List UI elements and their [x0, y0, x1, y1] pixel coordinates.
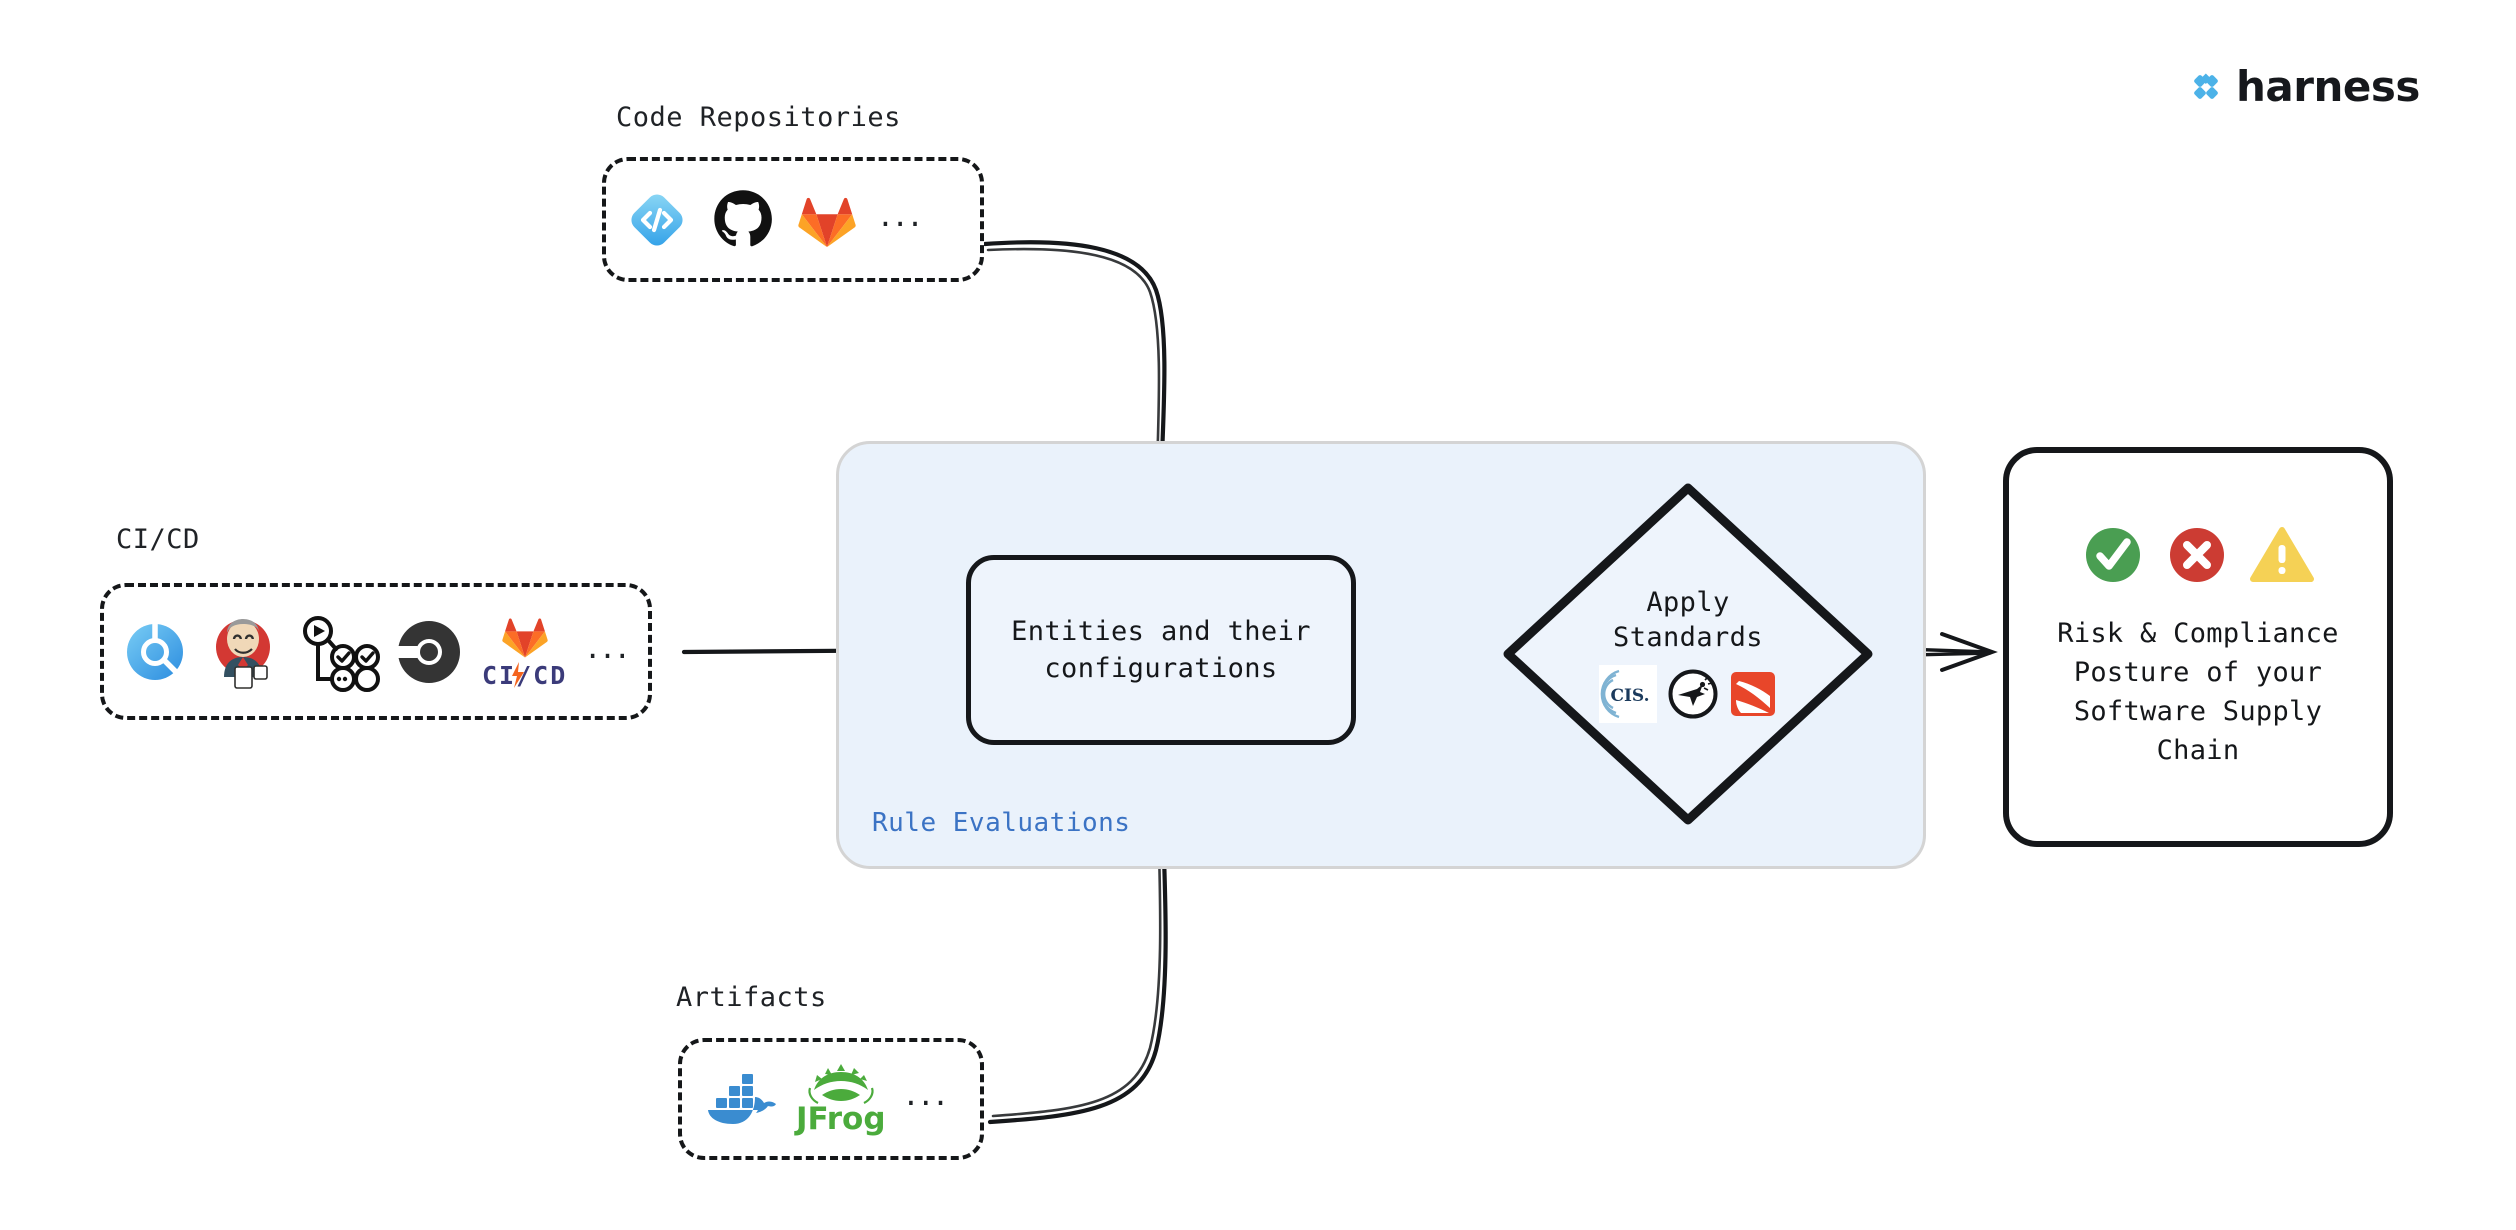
apply-standards-decision[interactable]: Apply Standards CIS.: [1498, 478, 1878, 830]
code-repositories-label: Code Repositories: [616, 102, 901, 133]
cis-icon: CIS.: [1599, 665, 1657, 724]
github-icon: [712, 189, 774, 251]
circleci-icon: [396, 619, 462, 685]
entities-box-label: Entities and their configurations: [1011, 615, 1311, 684]
harness-ci-icon: [122, 619, 188, 685]
harness-diamond-logo-icon: [2186, 67, 2226, 107]
outcome-label: Risk & Compliance Posture of your Softwa…: [2057, 617, 2339, 767]
status-icon-group: [2082, 524, 2314, 586]
pipeline-graph-icon: [298, 615, 380, 692]
owasp-icon: [1667, 668, 1719, 720]
x-circle-icon: [2166, 524, 2228, 586]
ci-cd-label: CI/CD: [116, 524, 200, 555]
warning-triangle-icon: [2250, 525, 2314, 585]
ci-cd-more: ...: [587, 626, 632, 667]
diamond-shape-icon: [1503, 483, 1873, 825]
jfrog-icon: JFrog: [796, 1063, 886, 1137]
ci-cd-box[interactable]: CI/CD ...: [100, 583, 652, 720]
svg-text:CIS.: CIS.: [1610, 686, 1649, 706]
jenkins-icon: [208, 615, 278, 689]
outcome-box[interactable]: Risk & Compliance Posture of your Softwa…: [2003, 447, 2393, 847]
gitlab-cicd-icon: CI/CD: [482, 613, 567, 690]
artifacts-box[interactable]: JFrog ...: [678, 1038, 984, 1160]
artifacts-more: ...: [905, 1074, 950, 1114]
standards-icon-group: CIS.: [1599, 665, 1777, 724]
artifacts-label: Artifacts: [676, 982, 827, 1013]
slsa-icon: [1729, 670, 1777, 718]
apply-standards-label: Apply Standards: [1613, 586, 1763, 653]
harness-wordmark: harness: [2236, 62, 2420, 111]
check-circle-icon: [2082, 524, 2144, 586]
harness-logo: harness: [2186, 62, 2420, 111]
harness-code-icon: [624, 187, 690, 253]
entities-box[interactable]: Entities and their configurations: [966, 555, 1356, 745]
gitlab-cicd-text: CI/CD: [482, 661, 568, 690]
code-repositories-box[interactable]: ...: [602, 157, 984, 282]
gitlab-icon: [796, 189, 858, 251]
jfrog-wordmark: JFrog: [796, 1100, 886, 1137]
code-repositories-more: ...: [880, 194, 925, 235]
docker-icon: [700, 1068, 776, 1130]
rule-evaluations-label: Rule Evaluations: [872, 808, 1131, 838]
